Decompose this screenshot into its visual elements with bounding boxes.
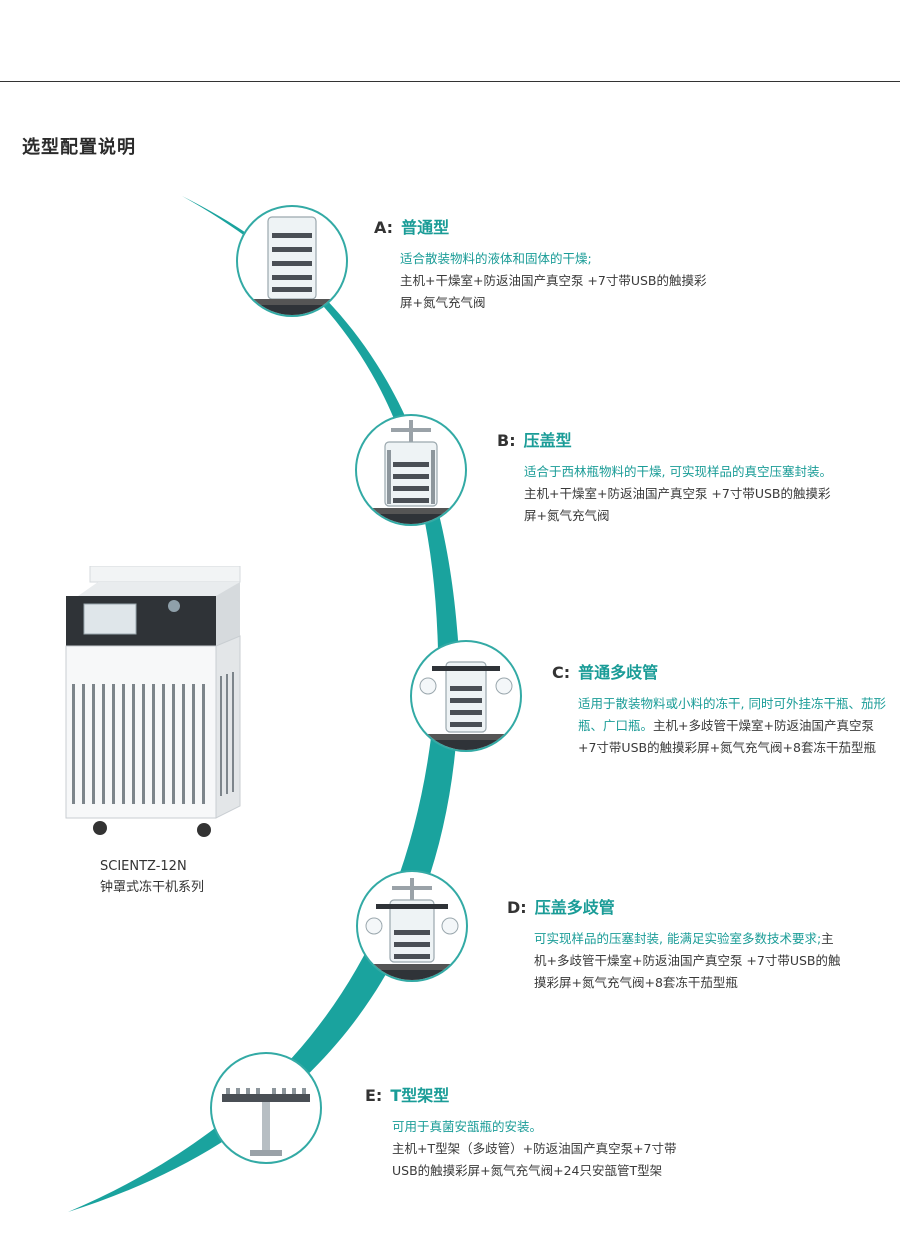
option-description: 可实现样品的压塞封装, 能满足实验室多数技术要求;主机+多歧管干燥室+防返油国产… <box>507 928 846 994</box>
option-a-heading: A: 普通型 <box>374 214 714 238</box>
option-b: B: 压盖型 适合于西林瓶物料的干燥, 可实现样品的真空压塞封装。主机+干燥室+… <box>497 427 842 527</box>
section-title: 选型配置说明 <box>22 137 136 158</box>
thumb-stoppering-manifold <box>356 870 468 982</box>
product-series: 钟罩式冻干机系列 <box>100 880 205 895</box>
option-desc-config: 主机+干燥室+防返油国产真空泵 +7寸带USB的触摸彩屏+氮气充气阀 <box>400 273 707 310</box>
option-desc-config: 主机+干燥室+防返油国产真空泵 +7寸带USB的触摸彩屏+氮气充气阀 <box>524 486 831 523</box>
option-description: 可用于真菌安瓿瓶的安装。 主机+T型架（多歧管）+防返油国产真空泵+7寸带USB… <box>365 1116 710 1182</box>
option-desc-config: 主机+多歧管干燥室+防返油国产真空泵 +7寸带USB的触摸彩屏+氮气充气阀+8套… <box>534 931 841 990</box>
option-desc-highlight: 适合于西林瓶物料的干燥, 可实现样品的真空压塞封装。 <box>524 464 832 479</box>
stoppering-manifold-chamber-icon <box>365 878 459 980</box>
top-divider <box>0 81 900 82</box>
option-e: E: T型架型 可用于真菌安瓿瓶的安装。 主机+T型架（多歧管）+防返油国产真空… <box>365 1082 710 1182</box>
option-description: 适合散装物料的液体和固体的干燥; 主机+干燥室+防返油国产真空泵 +7寸带USB… <box>374 248 714 314</box>
option-letter: A: <box>374 218 394 237</box>
option-desc-highlight: 可实现样品的压塞封装, 能满足实验室多数技术要求; <box>534 931 822 946</box>
option-desc-config: 主机+T型架（多歧管）+防返油国产真空泵+7寸带USB的触摸彩屏+氮气充气阀+2… <box>392 1141 677 1178</box>
option-desc-highlight: 适用于散装物料或小料的冻干, 同时可外挂冻干瓶、茄形瓶、广口瓶。 <box>578 696 886 733</box>
t-rack-icon <box>222 1088 310 1156</box>
thumb-standard <box>236 205 348 317</box>
option-description: 适合于西林瓶物料的干燥, 可实现样品的真空压塞封装。主机+干燥室+防返油国产真空… <box>497 461 834 527</box>
option-desc-highlight: 适合散装物料的液体和固体的干燥; <box>400 251 592 266</box>
product-caption: SCIENTZ-12N 钟罩式冻干机系列 <box>100 856 204 898</box>
option-description: 适用于散装物料或小料的冻干, 同时可外挂冻干瓶、茄形瓶、广口瓶。主机+多歧管干燥… <box>552 693 888 759</box>
option-letter: D: <box>507 898 527 917</box>
thumb-t-rack <box>210 1052 322 1164</box>
standard-drying-chamber-icon <box>248 216 338 315</box>
option-name: 普通型 <box>401 218 450 237</box>
option-c: C: 普通多歧管 适用于散装物料或小料的冻干, 同时可外挂冻干瓶、茄形瓶、广口瓶… <box>552 659 892 759</box>
manifold-chamber-icon <box>419 661 513 750</box>
option-letter: B: <box>497 431 516 450</box>
option-name: 压盖型 <box>523 431 572 450</box>
option-name: 压盖多歧管 <box>534 898 615 917</box>
option-desc-config: 主机+多歧管干燥室+防返油国产真空泵 +7寸带USB的触摸彩屏+氮气充气阀+8套… <box>578 718 876 755</box>
option-letter: C: <box>552 663 571 682</box>
thumb-manifold <box>410 640 522 752</box>
option-d-heading: D: 压盖多歧管 <box>507 894 852 918</box>
product-model: SCIENTZ-12N <box>100 859 187 874</box>
option-b-heading: B: 压盖型 <box>497 427 842 451</box>
stoppering-chamber-icon <box>367 420 457 524</box>
option-d: D: 压盖多歧管 可实现样品的压塞封装, 能满足实验室多数技术要求;主机+多歧管… <box>507 894 852 994</box>
option-a: A: 普通型 适合散装物料的液体和固体的干燥; 主机+干燥室+防返油国产真空泵 … <box>374 214 714 314</box>
thumb-stoppering <box>355 414 467 526</box>
option-e-heading: E: T型架型 <box>365 1082 710 1106</box>
freeze-dryer-illustration <box>65 566 241 837</box>
option-letter: E: <box>365 1086 383 1105</box>
option-name: 普通多歧管 <box>578 663 659 682</box>
option-name: T型架型 <box>390 1086 450 1105</box>
option-c-heading: C: 普通多歧管 <box>552 659 892 683</box>
option-desc-highlight: 可用于真菌安瓿瓶的安装。 <box>392 1119 543 1134</box>
